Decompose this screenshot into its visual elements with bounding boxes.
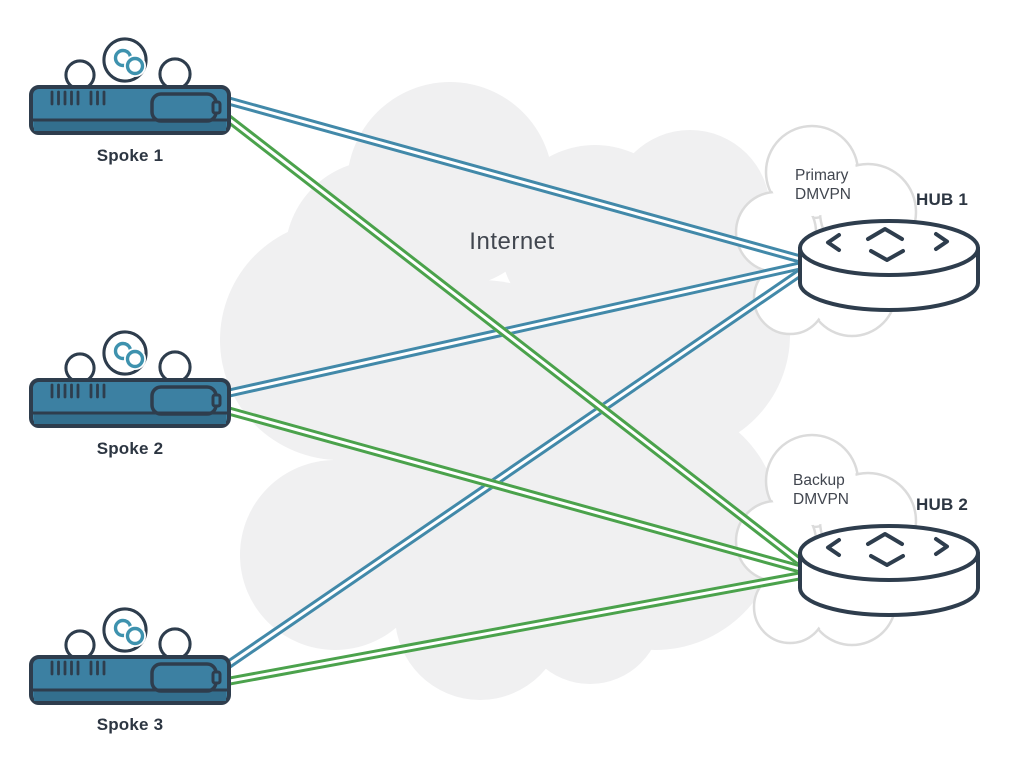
link-spoke-2-hub-2: [225, 405, 804, 574]
spoke-3-device: [25, 606, 235, 706]
hub-1-caption-line2: DMVPN: [795, 186, 851, 203]
internet-cloud-shape: [220, 82, 790, 700]
spoke-1-label: Spoke 1: [96, 146, 164, 165]
spoke-device-icon: [31, 332, 229, 426]
spoke-2-label: Spoke 2: [96, 439, 164, 458]
hub-2-caption-line2: DMVPN: [793, 491, 849, 508]
hub-2-cloud-caption: Backup DMVPN: [793, 471, 849, 509]
spoke-2-device: [25, 329, 235, 429]
hub-2-caption-line1: Backup: [793, 472, 845, 489]
hub-1-cloud-caption: Primary DMVPN: [795, 166, 851, 204]
spoke-1-device: [25, 36, 235, 136]
hub-device-icon: [800, 221, 978, 310]
hub-1-label: HUB 1: [916, 190, 969, 209]
spoke-device-icon: [31, 609, 229, 703]
hub-2-device: [795, 520, 985, 620]
hub-1-device: [795, 215, 985, 315]
hub-device-icon: [800, 526, 978, 615]
link-spoke-3-hub-2: [226, 570, 803, 686]
internet-cloud-label: Internet: [469, 228, 555, 255]
hub-2-label: HUB 2: [916, 495, 969, 514]
spoke-device-icon: [31, 39, 229, 133]
spoke-3-label: Spoke 3: [96, 715, 164, 734]
hub-1-caption-line1: Primary: [795, 167, 849, 184]
